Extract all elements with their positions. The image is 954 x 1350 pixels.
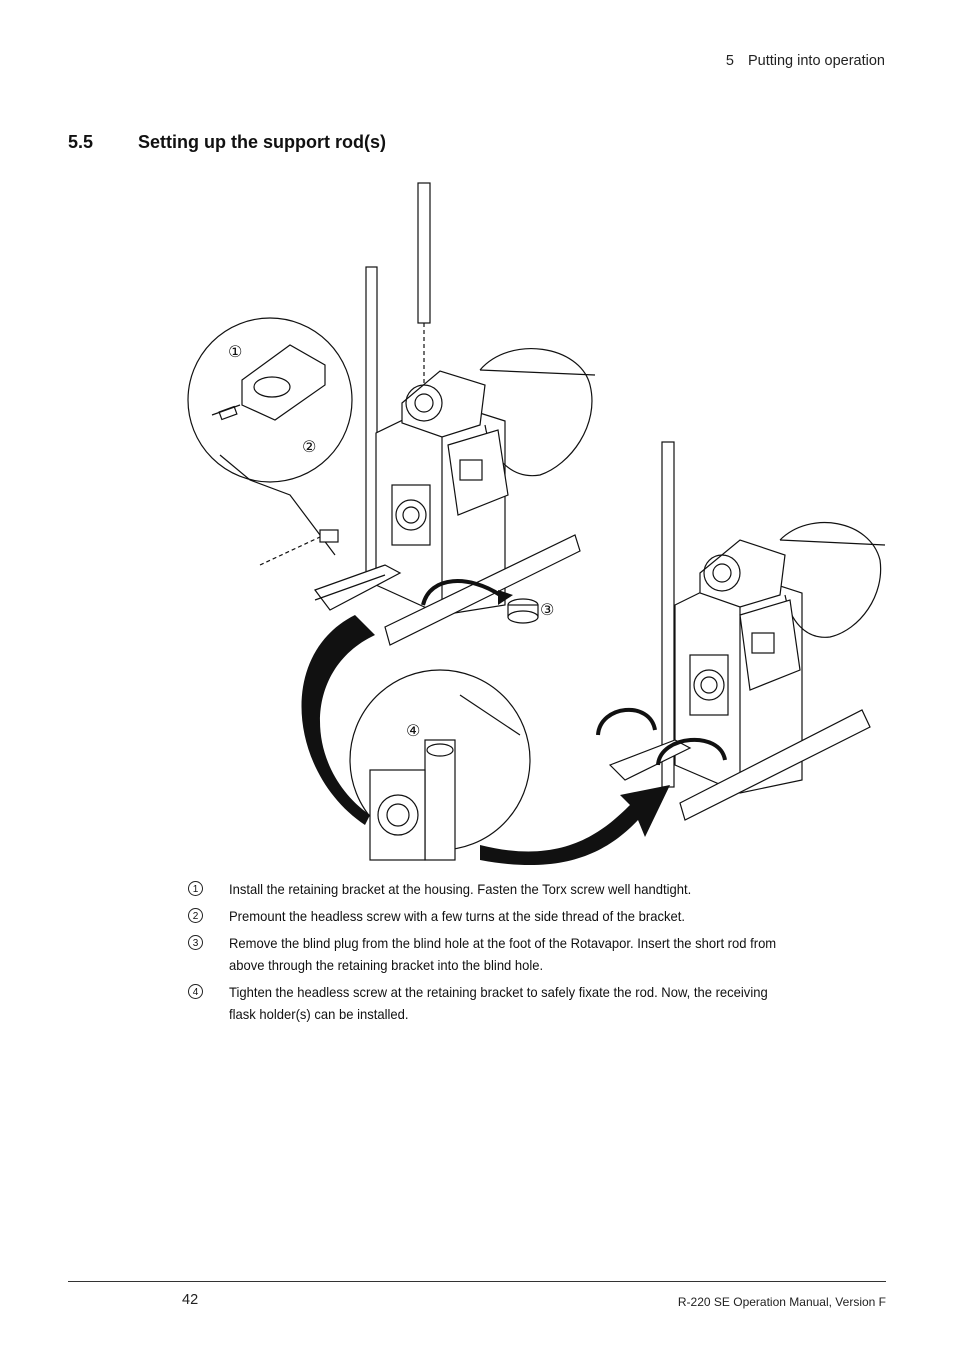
- step-marker: 1: [188, 881, 203, 896]
- step-marker: 2: [188, 908, 203, 923]
- instruction-steps: 1 Install the retaining bracket at the h…: [188, 878, 838, 1030]
- support-rod-short: [365, 266, 378, 578]
- right-support-rod: [661, 441, 675, 788]
- step-item: 4 Tighten the headless screw at the reta…: [188, 981, 838, 1025]
- running-header: 5 Putting into operation: [726, 53, 885, 69]
- section-title: Setting up the support rod(s): [138, 132, 386, 152]
- footer-divider: [68, 1281, 886, 1282]
- callout-2: ②: [302, 437, 316, 456]
- step-item: 3 Remove the blind plug from the blind h…: [188, 932, 838, 976]
- assembly-illustration: ① ② ③ ④: [187, 182, 886, 866]
- assembly-figure: ① ② ③ ④: [180, 175, 890, 870]
- support-rod-long: [417, 182, 431, 324]
- callout-3: ③: [540, 600, 554, 619]
- document-title: R-220 SE Operation Manual, Version F: [677, 1295, 886, 1309]
- callout-1: ①: [228, 342, 242, 361]
- callout-4: ④: [406, 721, 420, 740]
- step-item: 1 Install the retaining bracket at the h…: [188, 878, 838, 900]
- section-number: 5.5: [68, 132, 94, 152]
- step-text: Premount the headless screw with a few t…: [229, 908, 685, 924]
- chapter-number: 5: [725, 53, 734, 69]
- section-heading: 5.5 Setting up the support rod(s): [68, 132, 386, 153]
- step-item: 2 Premount the headless screw with a few…: [188, 905, 838, 927]
- page-number: 42: [182, 1292, 199, 1308]
- step-text: Remove the blind plug from the blind hol…: [229, 935, 777, 973]
- step-marker: 3: [188, 935, 203, 950]
- chapter-title: Putting into operation: [747, 53, 885, 69]
- step-text: Install the retaining bracket at the hou…: [229, 881, 692, 897]
- step-marker: 4: [188, 984, 203, 999]
- step-text: Tighten the headless screw at the retain…: [229, 984, 768, 1022]
